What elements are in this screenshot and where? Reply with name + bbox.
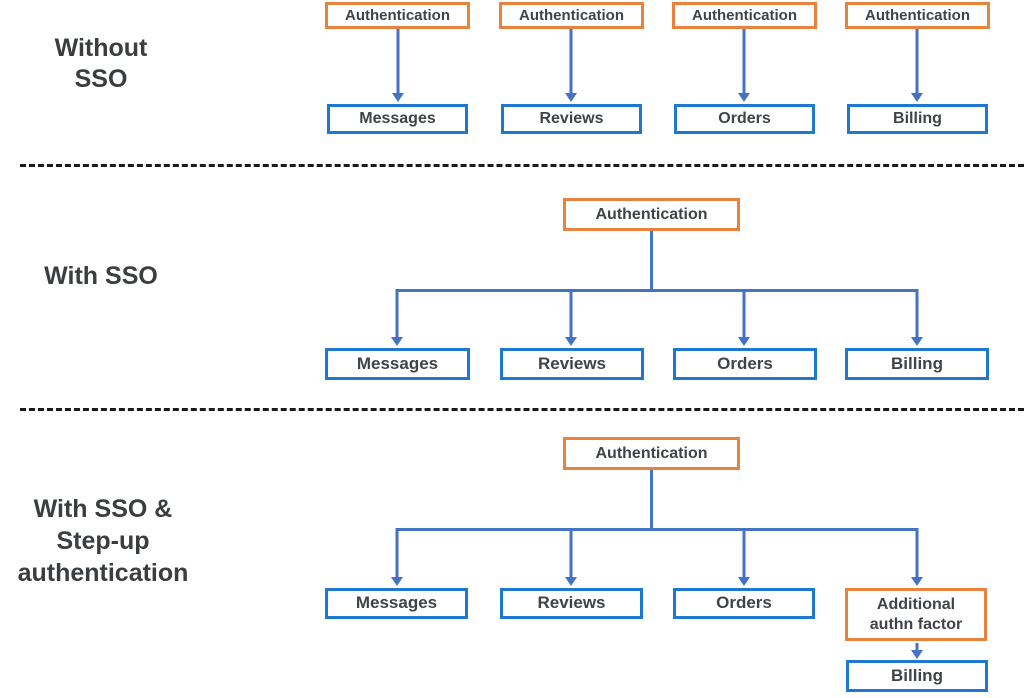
service-box: Orders: [673, 588, 815, 619]
service-box: Messages: [325, 588, 468, 619]
auth-box: Authentication: [325, 2, 470, 29]
arrow-down-icon: [911, 643, 923, 659]
service-box: Orders: [674, 104, 815, 134]
arrow-down-icon: [911, 29, 923, 102]
auth-box: Authentication: [563, 437, 740, 470]
arrow-down-icon: [565, 289, 577, 346]
arrow-down-icon: [565, 528, 577, 586]
arrow-down-icon: [911, 528, 923, 586]
auth-box: Authentication: [845, 2, 990, 29]
arrow-down-icon: [738, 289, 750, 346]
stepup-factor-line: authn factor: [869, 615, 963, 633]
connector-vertical: [650, 470, 653, 528]
service-box: Reviews: [500, 588, 643, 619]
service-box: Billing: [847, 104, 988, 134]
arrow-down-icon: [911, 289, 923, 346]
connector-horizontal: [396, 289, 918, 292]
auth-box: Authentication: [563, 198, 740, 231]
section-label-line: Without: [54, 34, 148, 62]
connector-vertical: [650, 231, 653, 289]
service-box: Messages: [327, 104, 468, 134]
arrow-down-icon: [391, 289, 403, 346]
arrow-down-icon: [738, 528, 750, 586]
auth-box: Authentication: [672, 2, 817, 29]
service-box: Billing: [846, 660, 988, 692]
section-label-line: With SSO: [44, 262, 158, 290]
section-label-line: authentication: [17, 559, 189, 587]
connector-horizontal: [396, 528, 918, 531]
arrow-down-icon: [391, 528, 403, 586]
stepup-factor-box: Additional authn factor: [845, 588, 987, 641]
section-label-stepup: With SSO & Step-up authentication: [5, 493, 201, 589]
arrow-down-icon: [565, 29, 577, 102]
dashed-divider: [20, 164, 1024, 167]
section-label-line: SSO: [74, 65, 128, 93]
arrow-down-icon: [392, 29, 404, 102]
service-box: Billing: [845, 348, 989, 380]
stepup-factor-line: Additional: [876, 596, 956, 614]
auth-box: Authentication: [499, 2, 644, 29]
section-label-line: Step-up: [56, 527, 150, 555]
section-label-with-sso: With SSO: [21, 261, 181, 292]
service-box: Messages: [325, 348, 470, 380]
arrow-down-icon: [738, 29, 750, 102]
dashed-divider: [20, 408, 1024, 411]
service-box: Reviews: [501, 104, 642, 134]
service-box: Reviews: [500, 348, 644, 380]
service-box: Orders: [673, 348, 817, 380]
section-label-without-sso: Without SSO: [21, 33, 181, 95]
section-label-line: With SSO &: [33, 495, 173, 523]
